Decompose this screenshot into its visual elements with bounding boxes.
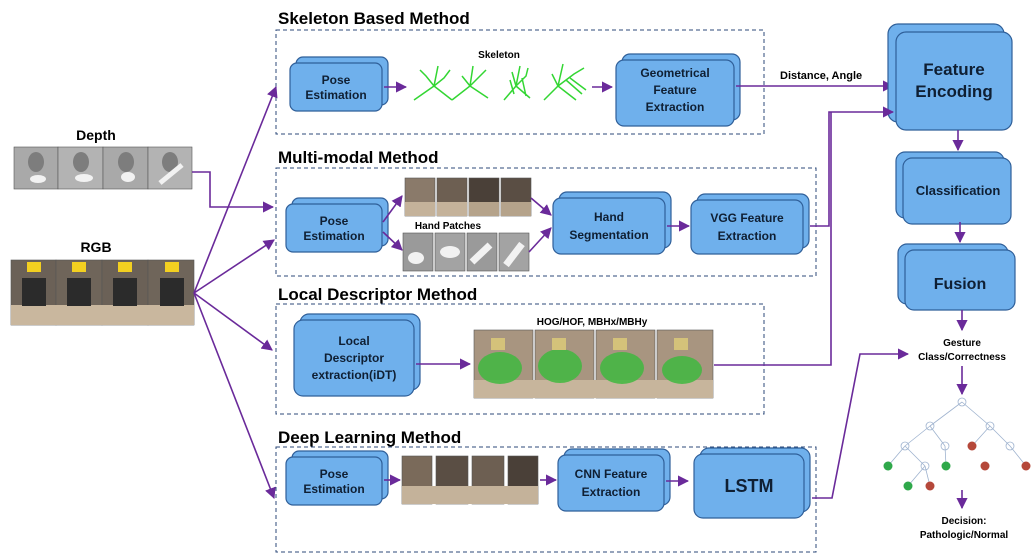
classification-box: Classification — [895, 151, 1012, 225]
depth-frames — [13, 146, 193, 190]
deep-section-title: Deep Learning Method — [278, 428, 461, 447]
rgb-label: RGB — [80, 239, 111, 255]
skeleton-label: Skeleton — [478, 50, 520, 61]
decision-label: Decision:Pathologic/Normal — [920, 516, 1009, 541]
deep-section-frame — [275, 446, 817, 553]
local-section-frame — [275, 303, 765, 415]
decision-tree — [887, 397, 1027, 487]
hand-patches-label: Hand Patches — [415, 221, 482, 232]
skeleton-section-title: Skeleton Based Method — [278, 9, 470, 28]
svg-text:Fusion: Fusion — [934, 276, 986, 293]
hand-patch-depth-thumbnails — [402, 232, 530, 272]
svg-text:Classification: Classification — [916, 183, 1001, 198]
depth-label: Depth — [76, 127, 116, 143]
multimodal-section-frame — [275, 167, 817, 277]
deep-hand-thumbnails — [401, 455, 539, 505]
input-arrows — [192, 85, 278, 500]
skeleton-section-frame — [275, 29, 765, 135]
skeleton-figures — [413, 63, 587, 101]
multimodal-section-title: Multi-modal Method — [278, 148, 439, 167]
local-section-title: Local Descriptor Method — [278, 285, 477, 304]
decision-tree-leaves — [883, 441, 1031, 491]
hog-hof-label: HOG/HOF, MBHx/MBHy — [537, 317, 648, 328]
fusion-box: Fusion — [897, 243, 1016, 311]
svg-text:LSTM: LSTM — [725, 476, 774, 496]
rgb-frames — [10, 259, 195, 326]
lstm-box: LSTM — [693, 447, 811, 519]
hand-patch-rgb-thumbnails — [404, 177, 532, 217]
idt-trajectory-thumbnails — [473, 329, 714, 399]
distance-angle-label: Distance, Angle — [780, 70, 862, 82]
